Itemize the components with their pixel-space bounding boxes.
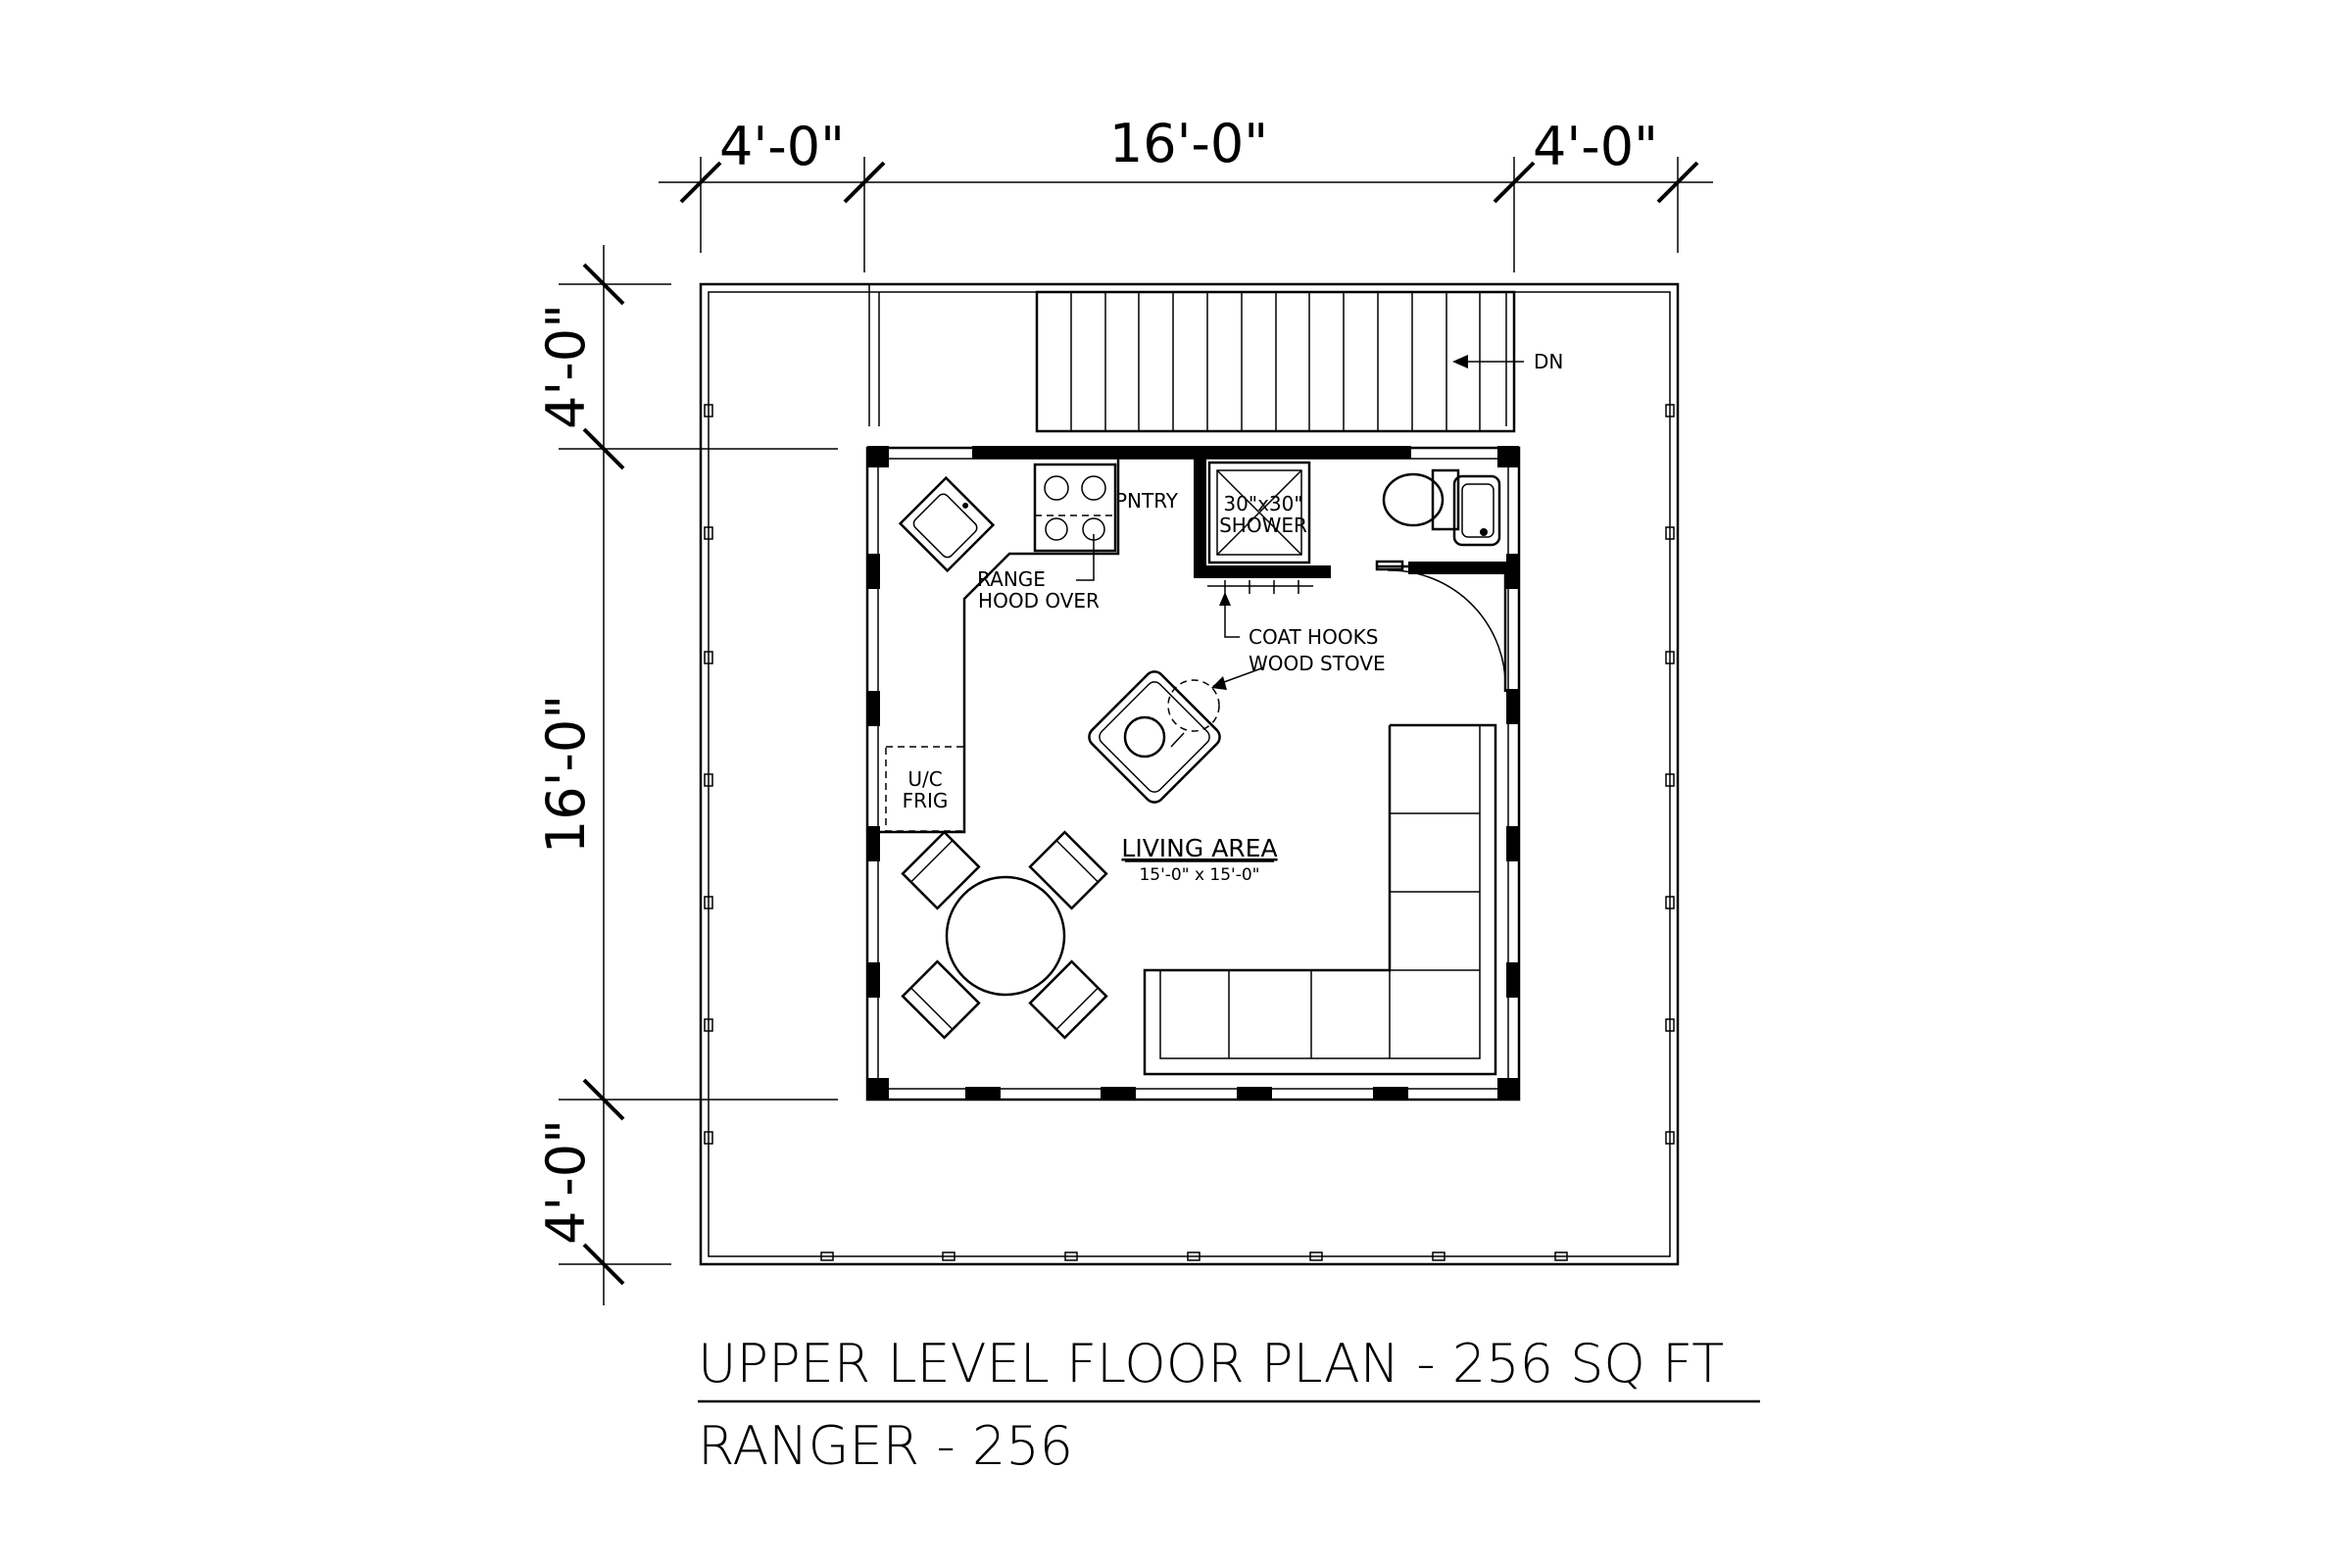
coat-hooks-label: COAT HOOKS xyxy=(1249,625,1378,649)
range-label-line1: RANGE xyxy=(977,567,1046,591)
wood-stove-label: WOOD STOVE xyxy=(1249,652,1386,675)
interior-walls xyxy=(1194,459,1506,578)
sectional-sofa xyxy=(1143,723,1497,1076)
dim-side-bottom: 4'-0" xyxy=(535,1119,597,1245)
stair-down-label: DN xyxy=(1534,350,1563,373)
coat-hooks-leader xyxy=(1224,600,1240,638)
title-line2: RANGER - 256 xyxy=(698,1415,1073,1477)
dim-side-top: 4'-0" xyxy=(535,304,597,429)
wall-posts xyxy=(867,446,1519,1100)
stairs xyxy=(1035,290,1524,433)
pantry-label: PNTRY xyxy=(1115,489,1179,513)
side-dimension-line xyxy=(559,245,838,1305)
shower-size-label: 30"x30" xyxy=(1223,492,1302,515)
railing-posts xyxy=(704,404,1675,1261)
entry-door xyxy=(1375,560,1507,693)
living-area-size: 15'-0" x 15'-0" xyxy=(1139,865,1259,885)
kitchen-sink-icon xyxy=(898,475,996,573)
coat-hooks-icon xyxy=(1207,580,1313,594)
range-label-line2: HOOD OVER xyxy=(978,589,1100,612)
frig-label-line2: FRIG xyxy=(903,789,949,812)
top-dimension-line xyxy=(659,157,1713,272)
toilet-icon xyxy=(1382,468,1460,531)
bath-sink-icon xyxy=(1452,474,1501,547)
range-icon xyxy=(1033,463,1117,553)
living-area-label: LIVING AREA xyxy=(1121,834,1277,862)
shower-label: SHOWER xyxy=(1219,514,1307,537)
dim-side-middle: 16'-0" xyxy=(535,695,597,854)
dining-table xyxy=(901,830,1108,1040)
dim-top-right: 4'-0" xyxy=(1533,116,1658,177)
frig-label-line1: U/C xyxy=(907,767,942,791)
arrow-left-icon xyxy=(1452,355,1468,368)
dim-top-left: 4'-0" xyxy=(719,116,845,177)
dim-top-middle: 16'-0" xyxy=(1109,113,1268,174)
kitchen-counter xyxy=(880,459,1120,834)
wood-stove-icon xyxy=(1088,666,1265,804)
shower xyxy=(1207,461,1311,564)
range-leader xyxy=(1076,534,1095,581)
title-line1: UPPER LEVEL FLOOR PLAN - 256 SQ FT xyxy=(698,1333,1724,1395)
